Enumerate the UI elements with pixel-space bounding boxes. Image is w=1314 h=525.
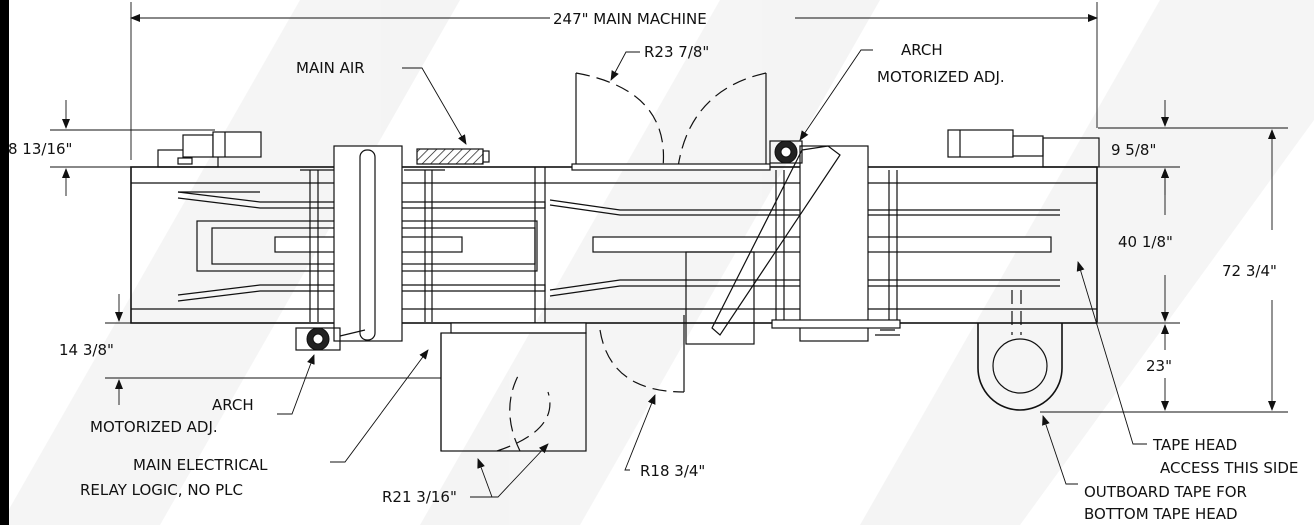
label-bottom-tape-head: BOTTOM TAPE HEAD <box>1084 505 1238 523</box>
label-main-air: MAIN AIR <box>296 59 365 77</box>
label-tape-head: TAPE HEAD <box>1152 436 1237 454</box>
outboard-tape-head <box>977 290 1063 411</box>
label-radius-top: R23 7/8" <box>644 43 709 61</box>
right-arch <box>711 140 901 342</box>
electrical-enclosure <box>440 251 755 452</box>
right-motor-assembly <box>947 129 1100 168</box>
label-arch-bottom-adj: MOTORIZED ADJ. <box>90 418 218 436</box>
left-dimensions <box>50 100 441 405</box>
labels: 247" MAIN MACHINE R23 7/8" MAIN AIR ARCH… <box>8 10 1298 523</box>
label-access-side: ACCESS THIS SIDE <box>1160 459 1298 477</box>
label-outboard-tape: OUTBOARD TAPE FOR <box>1084 483 1247 501</box>
left-arch <box>295 145 445 351</box>
leader-lines <box>277 49 1147 498</box>
label-dim-right-top: 9 5/8" <box>1111 141 1156 159</box>
label-arch-top-adj: MOTORIZED ADJ. <box>877 68 1005 86</box>
label-relay-logic: RELAY LOGIC, NO PLC <box>80 481 243 499</box>
left-edge-bar <box>0 0 9 525</box>
overall-dimension <box>130 2 1098 160</box>
top-center-arch <box>571 72 771 171</box>
label-dim-left-bottom: 14 3/8" <box>59 341 114 359</box>
label-main-electrical: MAIN ELECTRICAL <box>133 456 268 474</box>
main-air-box <box>416 148 484 165</box>
label-arch-bottom: ARCH <box>212 396 254 414</box>
label-dim-right-bottom: 23" <box>1146 357 1172 375</box>
label-main-machine: 247" MAIN MACHINE <box>553 10 707 28</box>
label-dim-right-total: 72 3/4" <box>1222 262 1277 280</box>
right-dimensions <box>1040 100 1288 413</box>
label-arch-top: ARCH <box>901 41 943 59</box>
label-radius-bottom-mid: R18 3/4" <box>640 462 705 480</box>
label-radius-bottom-left: R21 3/16" <box>382 488 457 506</box>
left-motor-assembly <box>157 131 262 168</box>
label-dim-right-mid: 40 1/8" <box>1118 233 1173 251</box>
label-dim-left-top: 8 13/16" <box>8 140 72 158</box>
